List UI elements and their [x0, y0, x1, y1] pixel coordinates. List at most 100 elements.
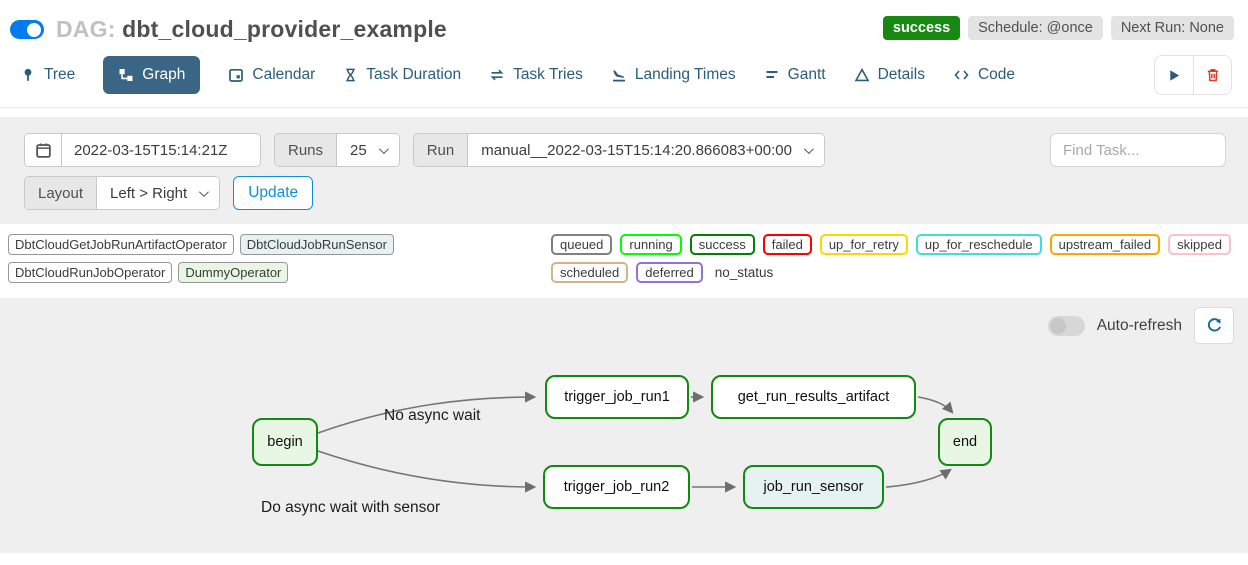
status-badge: up_for_reschedule — [915, 234, 1042, 255]
repeat-icon — [490, 69, 504, 81]
tab-label: Tree — [44, 66, 76, 83]
plane-landing-icon — [612, 70, 625, 82]
tab-label: Code — [977, 66, 1016, 83]
operator-legend: DbtCloudGetJobRunArtifactOperator DbtClo… — [8, 234, 551, 283]
update-button[interactable]: Update — [233, 176, 314, 210]
legend: DbtCloudGetJobRunArtifactOperator DbtClo… — [0, 224, 1248, 287]
auto-refresh-label: Auto-refresh — [1096, 316, 1182, 334]
tab-label: Task Duration — [366, 66, 462, 83]
auto-refresh-toggle[interactable] — [1047, 315, 1085, 336]
task-node-trigger-job-run2[interactable]: trigger_job_run2 — [543, 465, 690, 509]
execution-date-input[interactable] — [62, 134, 260, 166]
view-tabs: Tree Graph Calendar Task Duration Task T… — [0, 49, 1248, 108]
filter-panel: Runs 25 Run manual__2022-03-15T15:14:20.… — [0, 117, 1248, 224]
runs-group: Runs 25 — [274, 133, 400, 167]
tab-task-duration[interactable]: Task Duration — [343, 66, 461, 84]
tab-label: Calendar — [252, 66, 316, 83]
tab-gantt[interactable]: Gantt — [764, 66, 826, 84]
filter-row-2: Layout Left > Right Update — [24, 176, 1226, 210]
tab-landing-times[interactable]: Landing Times — [611, 66, 736, 84]
dag-header: DAG: dbt_cloud_provider_example success … — [0, 0, 1248, 49]
tab-details[interactable]: Details — [854, 66, 925, 84]
runs-label: Runs — [275, 134, 338, 166]
schedule-badge: Schedule: @once — [968, 16, 1103, 40]
status-badge: running — [620, 234, 682, 255]
refresh-button[interactable] — [1194, 307, 1234, 344]
status-legend: queued running success failed up_for_ret… — [551, 234, 1240, 283]
status-badge: queued — [551, 234, 613, 255]
refresh-controls: Auto-refresh — [1047, 307, 1234, 344]
status-badge: failed — [762, 234, 812, 255]
status-badge: success — [689, 234, 755, 255]
page-title: DAG: dbt_cloud_provider_example — [56, 16, 447, 43]
runs-select-value: 25 — [350, 141, 367, 159]
graph-icon — [119, 69, 133, 81]
status-badge: deferred — [636, 262, 703, 283]
dag-status-badge: success — [882, 16, 961, 40]
play-icon — [1169, 69, 1179, 81]
status-badge: scheduled — [551, 262, 629, 283]
run-label: Run — [413, 134, 469, 166]
chevron-down-icon — [378, 143, 389, 154]
tab-label: Gantt — [787, 66, 826, 83]
find-task-input[interactable] — [1050, 133, 1226, 167]
trash-icon — [1207, 69, 1218, 82]
gantt-bars-icon — [766, 70, 778, 79]
header-badges: success Schedule: @once Next Run: None — [882, 16, 1234, 40]
task-node-end[interactable]: end — [938, 418, 992, 466]
trigger-dag-button[interactable] — [1155, 56, 1193, 94]
dag-pause-toggle-knob — [27, 22, 41, 37]
refresh-icon — [1207, 318, 1221, 332]
layout-select-value: Left > Right — [110, 184, 188, 202]
calendar-icon — [35, 142, 51, 158]
execution-date-group — [24, 133, 261, 167]
no-status-label: no_status — [714, 265, 774, 280]
tab-calendar[interactable]: Calendar — [228, 66, 315, 84]
operator-badge: DbtCloudGetJobRunArtifactOperator — [8, 234, 234, 255]
datepicker-button[interactable] — [25, 134, 62, 166]
tree-icon — [24, 68, 32, 81]
chevron-down-icon — [199, 186, 210, 197]
dag-graph-panel: begin trigger_job_run1 get_run_results_a… — [0, 298, 1248, 553]
tab-label: Graph — [142, 66, 186, 83]
tab-label: Task Tries — [513, 66, 583, 83]
dag-pause-toggle[interactable] — [10, 20, 44, 39]
edge-label: No async wait — [384, 407, 481, 424]
tab-code[interactable]: Code — [953, 66, 1015, 84]
dag-title-prefix: DAG: — [56, 16, 116, 42]
layout-select[interactable]: Left > Right — [97, 177, 220, 209]
dag-edges-svg — [317, 391, 954, 493]
operator-badge: DummyOperator — [178, 262, 289, 283]
layout-label: Layout — [25, 177, 98, 209]
run-select[interactable]: manual__2022-03-15T15:14:20.866083+00:00 — [468, 134, 824, 166]
layout-group: Layout Left > Right — [24, 176, 221, 210]
tab-task-tries[interactable]: Task Tries — [489, 66, 583, 84]
run-select-value: manual__2022-03-15T15:14:20.866083+00:00 — [481, 141, 792, 159]
tab-tree[interactable]: Tree — [20, 66, 75, 84]
operator-badge: DbtCloudJobRunSensor — [239, 234, 394, 255]
triangle-icon — [854, 67, 869, 82]
auto-refresh-toggle-knob — [1049, 317, 1066, 334]
runs-select[interactable]: 25 — [337, 134, 399, 166]
dag-title-name: dbt_cloud_provider_example — [122, 16, 447, 42]
tab-graph[interactable]: Graph — [103, 56, 201, 94]
operator-badge: DbtCloudRunJobOperator — [8, 262, 173, 283]
edge-label: Do async wait with sensor — [261, 499, 441, 516]
dag-action-buttons — [1154, 55, 1232, 95]
calendar-icon — [229, 68, 244, 82]
status-badge: upstream_failed — [1049, 234, 1161, 255]
code-icon — [954, 70, 969, 80]
run-group: Run manual__2022-03-15T15:14:20.866083+0… — [412, 133, 825, 167]
task-node-begin[interactable]: begin — [252, 418, 318, 466]
tab-label: Details — [877, 66, 925, 83]
task-node-get-run-results-artifact[interactable]: get_run_results_artifact — [711, 375, 916, 419]
task-node-job-run-sensor[interactable]: job_run_sensor — [743, 465, 884, 509]
chevron-down-icon — [803, 143, 814, 154]
delete-dag-button[interactable] — [1193, 56, 1231, 94]
status-badge: up_for_retry — [819, 234, 908, 255]
tab-label: Landing Times — [634, 66, 736, 83]
filter-row-1: Runs 25 Run manual__2022-03-15T15:14:20.… — [24, 133, 1226, 167]
next-run-badge: Next Run: None — [1110, 16, 1234, 40]
task-node-trigger-job-run1[interactable]: trigger_job_run1 — [545, 375, 689, 419]
status-badge: skipped — [1168, 234, 1231, 255]
